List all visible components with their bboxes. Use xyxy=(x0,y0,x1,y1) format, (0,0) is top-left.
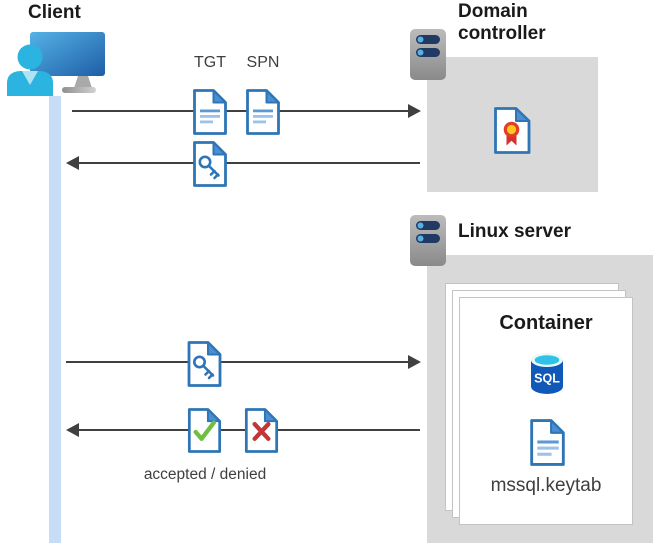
client-lifeline xyxy=(49,96,61,543)
arrow-client-to-dc-head xyxy=(408,104,421,118)
arrow-linux-to-client-head xyxy=(66,423,79,437)
certificate-document-icon xyxy=(494,107,531,154)
service-key-document-icon xyxy=(187,341,222,387)
linux-server-icon xyxy=(410,215,446,266)
spn-ticket-document-icon xyxy=(246,89,280,135)
tgt-label: TGT xyxy=(194,54,226,71)
arrow-dc-to-client-head xyxy=(66,156,79,170)
tgt-ticket-document-icon xyxy=(193,89,227,135)
spn-label: SPN xyxy=(246,54,280,71)
user-at-monitor-icon xyxy=(7,32,105,96)
arrow-dc-to-client-shaft xyxy=(79,162,420,164)
container-label: Container xyxy=(499,312,593,334)
key-document-icon xyxy=(193,141,227,187)
domain-controller-label: Domain controller xyxy=(458,1,546,44)
check-document-icon xyxy=(187,408,222,453)
client-label: Client xyxy=(28,2,81,23)
x-document-icon xyxy=(244,408,279,453)
linux-server-label: Linux server xyxy=(458,221,571,242)
domain-controller-server-icon xyxy=(410,29,446,80)
container-card: Container SQL mssql.keytab xyxy=(459,297,633,525)
arrow-client-to-linux-shaft xyxy=(66,361,408,363)
sql-label: SQL xyxy=(534,372,560,386)
keytab-label: mssql.keytab xyxy=(490,475,602,496)
arrow-client-to-linux-head xyxy=(408,355,421,369)
keytab-document-icon xyxy=(530,419,565,466)
arrow-client-to-dc-shaft xyxy=(72,110,408,112)
accepted-denied-label: accepted / denied xyxy=(143,466,267,483)
sql-database-icon: SQL xyxy=(531,353,563,394)
